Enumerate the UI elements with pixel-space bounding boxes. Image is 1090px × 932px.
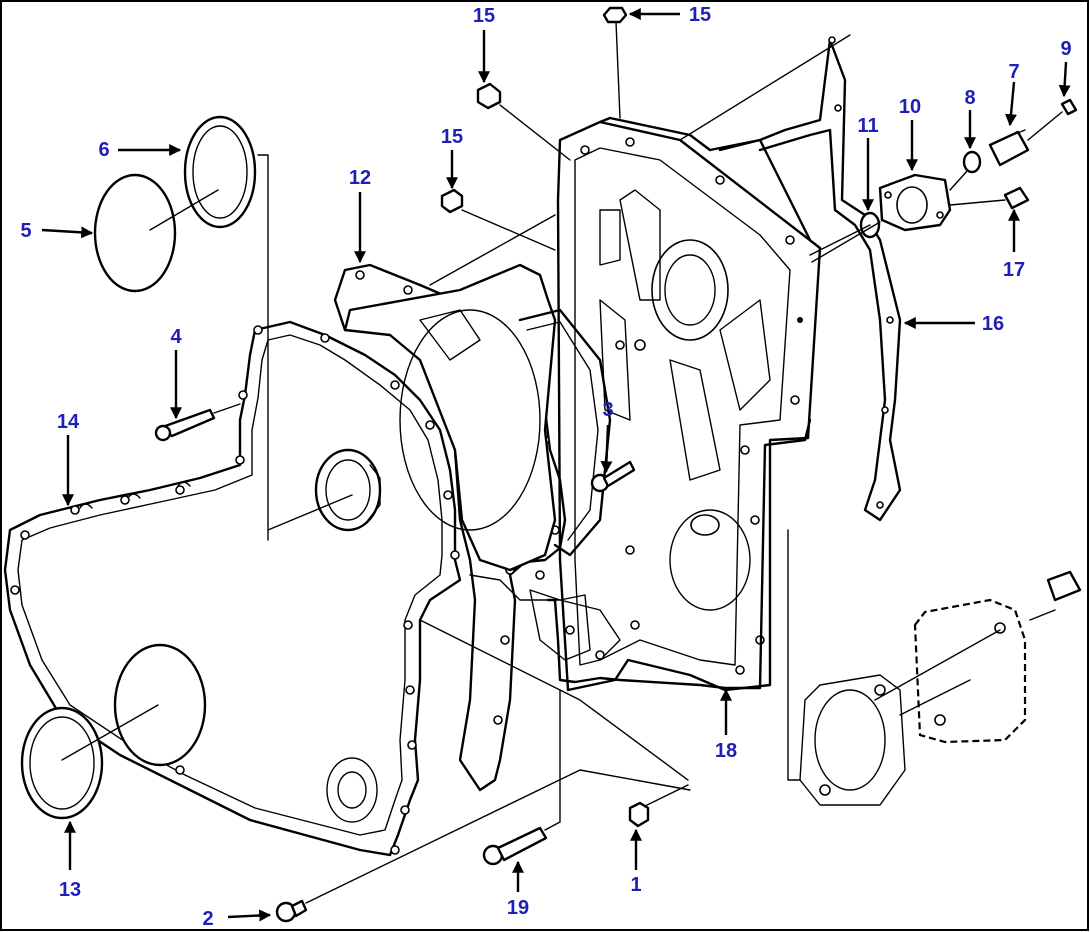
front-cover-lower-bore bbox=[326, 757, 378, 823]
part-13-seal bbox=[20, 706, 104, 820]
part-1-nut bbox=[628, 784, 689, 828]
callout-10: 10 bbox=[899, 96, 921, 118]
part-2-bolt bbox=[275, 769, 691, 923]
callout-15-left: 15 bbox=[473, 5, 495, 27]
callout-15-mid: 15 bbox=[441, 126, 463, 148]
callout-4: 4 bbox=[170, 326, 182, 348]
part-19-bolt bbox=[482, 689, 561, 866]
callout-16: 16 bbox=[982, 313, 1004, 335]
callout-7: 7 bbox=[1008, 61, 1019, 83]
callout-11: 11 bbox=[857, 115, 878, 137]
lower-cover-disc bbox=[113, 643, 207, 767]
gasket-18 bbox=[546, 418, 812, 690]
callout-8: 8 bbox=[964, 87, 975, 109]
gasket-rear bbox=[708, 36, 902, 522]
sensor-assembly bbox=[878, 98, 1078, 232]
rear-access-cover bbox=[787, 529, 1082, 806]
callout-15-top: 15 bbox=[689, 4, 711, 26]
callout-1: 1 bbox=[630, 874, 641, 896]
callout-arrows bbox=[41, 8, 1071, 922]
callout-17: 17 bbox=[1003, 259, 1025, 281]
callout-18: 18 bbox=[715, 740, 737, 762]
callout-3: 3 bbox=[602, 399, 613, 421]
part-5-cover bbox=[93, 173, 177, 293]
callout-6: 6 bbox=[98, 139, 109, 161]
part-6-seal bbox=[183, 115, 257, 229]
part-4-bolt bbox=[154, 403, 241, 442]
callout-12: 12 bbox=[349, 167, 371, 189]
part-15-bolt-top bbox=[602, 6, 628, 119]
callout-14: 14 bbox=[57, 411, 80, 433]
part-15-bolt-mid bbox=[440, 188, 556, 251]
part-15-bolt-left bbox=[476, 82, 571, 161]
front-cover-gasket-14 bbox=[3, 320, 462, 857]
callout-13: 13 bbox=[59, 879, 81, 901]
callout-19: 19 bbox=[507, 897, 529, 919]
gear-housing bbox=[556, 116, 822, 692]
callout-2: 2 bbox=[202, 908, 213, 930]
callout-5: 5 bbox=[20, 220, 31, 242]
callout-9: 9 bbox=[1060, 38, 1071, 60]
part-3-bolt bbox=[590, 460, 636, 493]
callout-labels: 1 2 3 4 5 6 7 8 9 10 11 12 13 14 15 15 1… bbox=[20, 4, 1071, 930]
middle-housing bbox=[343, 263, 621, 661]
